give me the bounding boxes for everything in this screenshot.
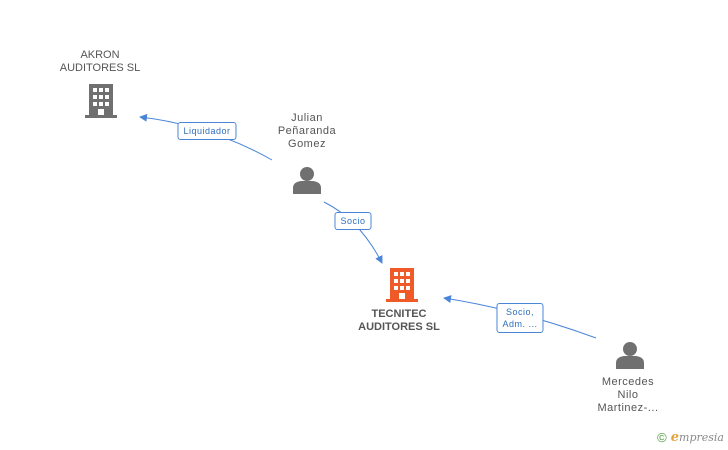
brand-logo: empresia xyxy=(671,430,724,445)
node-julian-line2: Peñaranda xyxy=(277,125,337,137)
node-mercedes-line2: Nilo xyxy=(617,389,639,401)
brand-logo-e: e xyxy=(670,430,680,445)
node-julian-line1: Julian xyxy=(291,112,323,124)
edge-socio-adm-label[interactable]: Socio, Adm. ... xyxy=(496,303,544,333)
person-icon[interactable] xyxy=(293,166,321,194)
edge-socio-text: Socio xyxy=(340,216,366,226)
node-julian-label[interactable]: Julian Peñaranda Gomez xyxy=(278,112,336,151)
edge-liquidador-text: Liquidador xyxy=(183,126,231,136)
edge-socio-label[interactable]: Socio xyxy=(334,212,372,230)
node-julian-line3: Gomez xyxy=(288,138,326,150)
node-mercedes-line1: Mercedes xyxy=(601,376,655,388)
node-mercedes-line3: Martinez-... xyxy=(597,402,659,414)
building-icon[interactable] xyxy=(85,84,117,118)
copyright-icon: © xyxy=(657,430,667,445)
node-tecnitec-line1: TECNITEC xyxy=(371,308,427,320)
node-tecnitec-label[interactable]: TECNITEC AUDITORES SL xyxy=(358,308,440,334)
edge-socio-adm-line2: Adm. ... xyxy=(502,319,538,329)
edge-socio-adm-line1: Socio, xyxy=(505,307,535,317)
building-icon[interactable] xyxy=(386,268,418,302)
brand-watermark: © empresia xyxy=(657,430,724,445)
node-akron-line2: AUDITORES SL xyxy=(59,62,141,74)
node-akron-label[interactable]: AKRON AUDITORES SL xyxy=(60,49,141,75)
brand-logo-text: mpresia xyxy=(679,431,724,444)
edge-liquidador-label[interactable]: Liquidador xyxy=(177,122,237,140)
person-icon[interactable] xyxy=(616,341,644,369)
node-akron-line1: AKRON xyxy=(80,49,120,61)
node-mercedes-label[interactable]: Mercedes Nilo Martinez-... xyxy=(597,376,658,415)
node-tecnitec-line2: AUDITORES SL xyxy=(358,321,440,333)
